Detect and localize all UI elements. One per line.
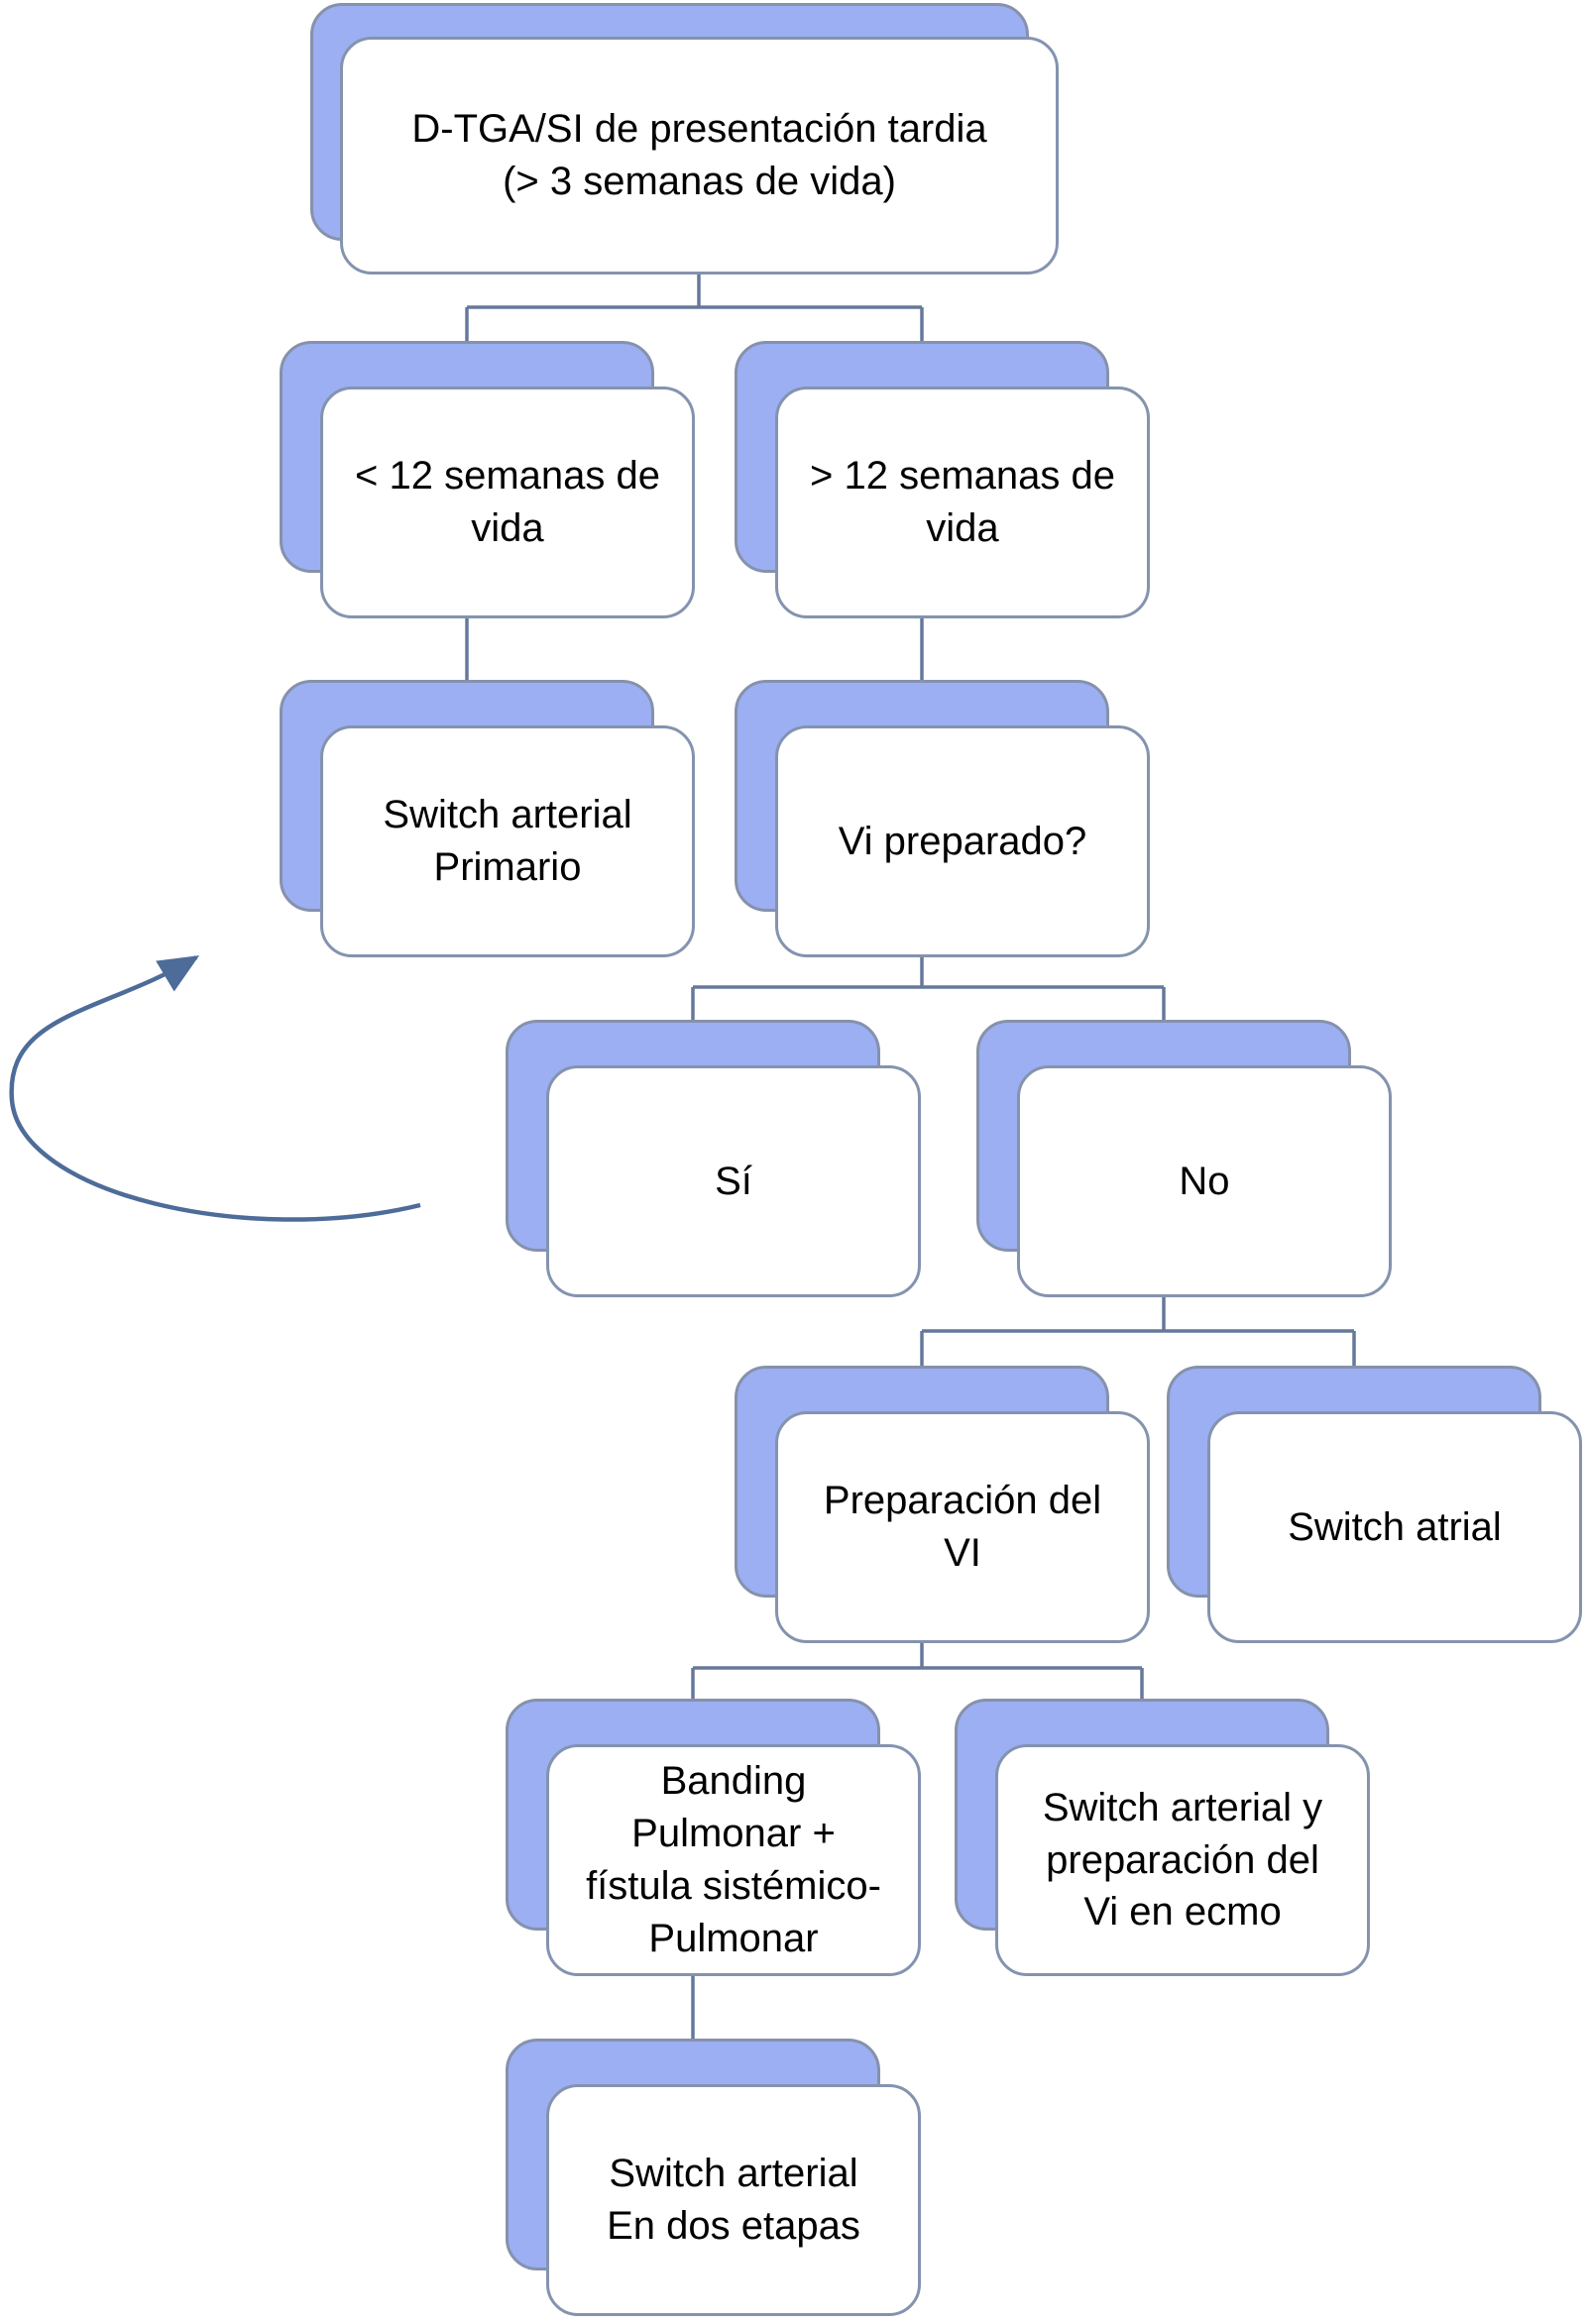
node-card: Switch arterial y preparación del Vi en … <box>995 1744 1370 1976</box>
node-label: > 12 semanas de vida <box>810 454 1115 550</box>
node-label: Switch arterial En dos etapas <box>607 2152 860 2248</box>
connector-lvprep-children <box>691 1643 1144 1705</box>
node-card: Vi preparado? <box>775 725 1150 957</box>
node-card: Switch atrial <box>1207 1411 1582 1643</box>
node-label: < 12 semanas de vida <box>355 454 660 550</box>
node-label: Sí <box>715 1159 752 1203</box>
connector-lvready-children <box>691 957 1166 1026</box>
node-label: Switch arterial Primario <box>383 793 632 889</box>
node-label: No <box>1179 1159 1230 1203</box>
node-card: Sí <box>546 1065 921 1297</box>
node-root-card: D-TGA/SI de presentación tardia (> 3 sem… <box>340 37 1059 275</box>
node-card: Switch arterial En dos etapas <box>546 2084 921 2316</box>
node-label: Switch atrial <box>1288 1504 1502 1549</box>
node-card: < 12 semanas de vida <box>320 387 695 618</box>
node-card: Preparación del VI <box>775 1411 1150 1643</box>
node-card: Banding Pulmonar + fístula sistémico- Pu… <box>546 1744 921 1976</box>
node-label: Preparación del VI <box>823 1479 1102 1575</box>
node-label: Banding Pulmonar + fístula sistémico- Pu… <box>586 1759 881 1960</box>
node-label: Switch arterial y preparación del Vi en … <box>1042 1785 1323 1935</box>
node-label: Vi preparado? <box>838 819 1087 863</box>
connector-root-children <box>465 275 924 347</box>
node-card: > 12 semanas de vida <box>775 387 1150 618</box>
loop-arrow-yes-to-primary <box>9 955 421 1222</box>
node-card: No <box>1017 1065 1392 1297</box>
node-label: D-TGA/SI de presentación tardia (> 3 sem… <box>411 107 987 203</box>
node-card: Switch arterial Primario <box>320 725 695 957</box>
